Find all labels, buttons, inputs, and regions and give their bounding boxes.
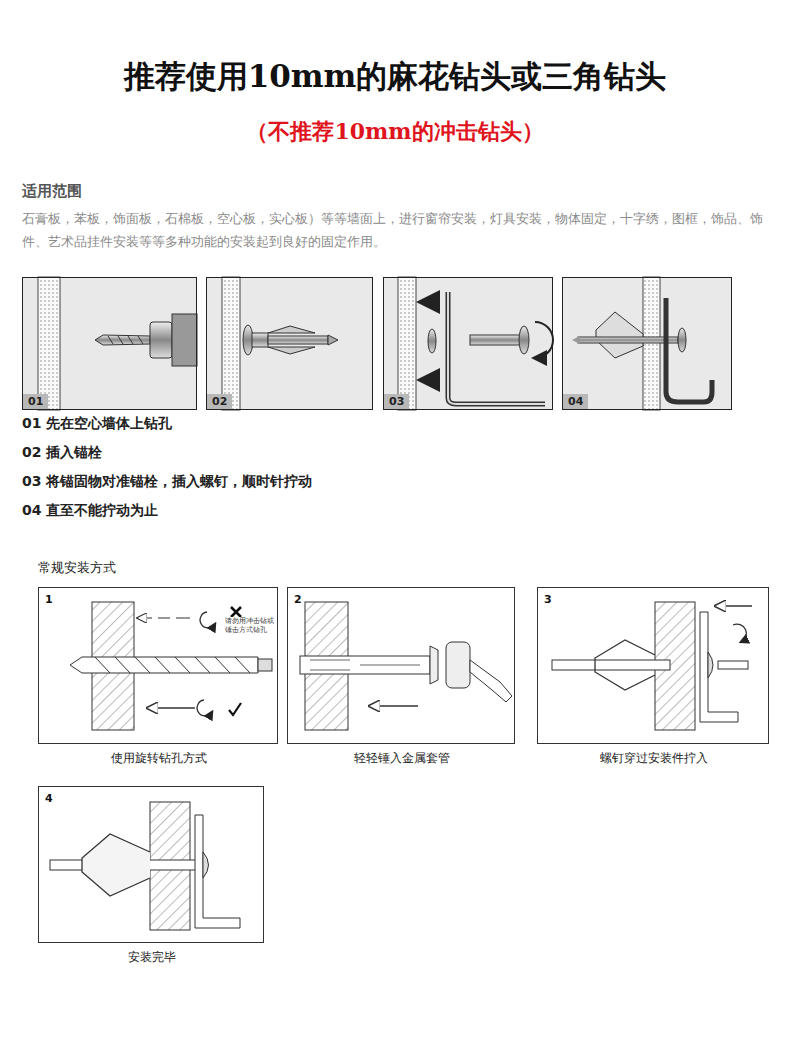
panel-caption: 螺钉穿过安装件拧入 xyxy=(528,750,780,766)
step-text: 01 先在空心墙体上钻孔 xyxy=(22,414,762,433)
callout-number: 04 xyxy=(563,394,588,409)
step-text: 02 插入锚栓 xyxy=(22,443,762,462)
step-panel: 01 xyxy=(22,277,197,410)
section-heading: 常规安装方式 xyxy=(38,559,338,577)
step-panel: 02 xyxy=(206,277,373,410)
step-panel: 04 xyxy=(562,277,732,410)
callout-number: 03 xyxy=(384,394,409,409)
install-panel: 3螺钉穿过安装件拧入 xyxy=(537,587,769,744)
panel-caption: 轻轻锤入金属套管 xyxy=(278,750,526,766)
anchor-figure xyxy=(222,277,338,410)
step-text: 04 直至不能拧动为止 xyxy=(22,501,762,520)
step-panel: 03 xyxy=(383,277,553,410)
warning-note: 请勿用冲击钻或锤击方式钻孔 xyxy=(225,617,275,635)
step-text: 03 将锚固物对准锚栓，插入螺钉，顺时针拧动 xyxy=(22,472,762,491)
install-panel: 4安装完毕 xyxy=(38,786,264,943)
page-title: 推荐使用10mm的麻花钻头或三角钻头 xyxy=(0,56,790,96)
panel-ground xyxy=(22,277,732,410)
warning-note: （不推荐10mm的冲击钻头） xyxy=(0,116,790,146)
section-heading: 适用范围 xyxy=(22,181,322,201)
finished-figure xyxy=(50,802,240,930)
callout-number: 01 xyxy=(23,394,48,409)
usage-text: 石膏板，苯板，饰面板，石棉板，空心板，实心板）等等墙面上，进行窗帘安装，灯具安装… xyxy=(22,207,777,253)
callout-number: 4 xyxy=(45,792,53,805)
panel-caption: 使用旋转钻孔方式 xyxy=(29,750,289,766)
callout-number: 1 xyxy=(45,593,53,606)
install-panel: 1请勿用冲击钻或锤击方式钻孔使用旋转钻孔方式 xyxy=(38,587,278,744)
callout-number: 2 xyxy=(294,593,302,606)
panel-caption: 安装完毕 xyxy=(29,949,275,965)
mount-figure xyxy=(398,277,553,410)
drill-figure xyxy=(38,277,197,410)
screw-figure xyxy=(552,602,752,730)
installed-figure xyxy=(572,277,712,410)
callout-number: 02 xyxy=(207,394,232,409)
install-panel: 2轻轻锤入金属套管 xyxy=(287,587,515,744)
callout-number: 3 xyxy=(544,593,552,606)
hammer-figure xyxy=(300,602,512,730)
